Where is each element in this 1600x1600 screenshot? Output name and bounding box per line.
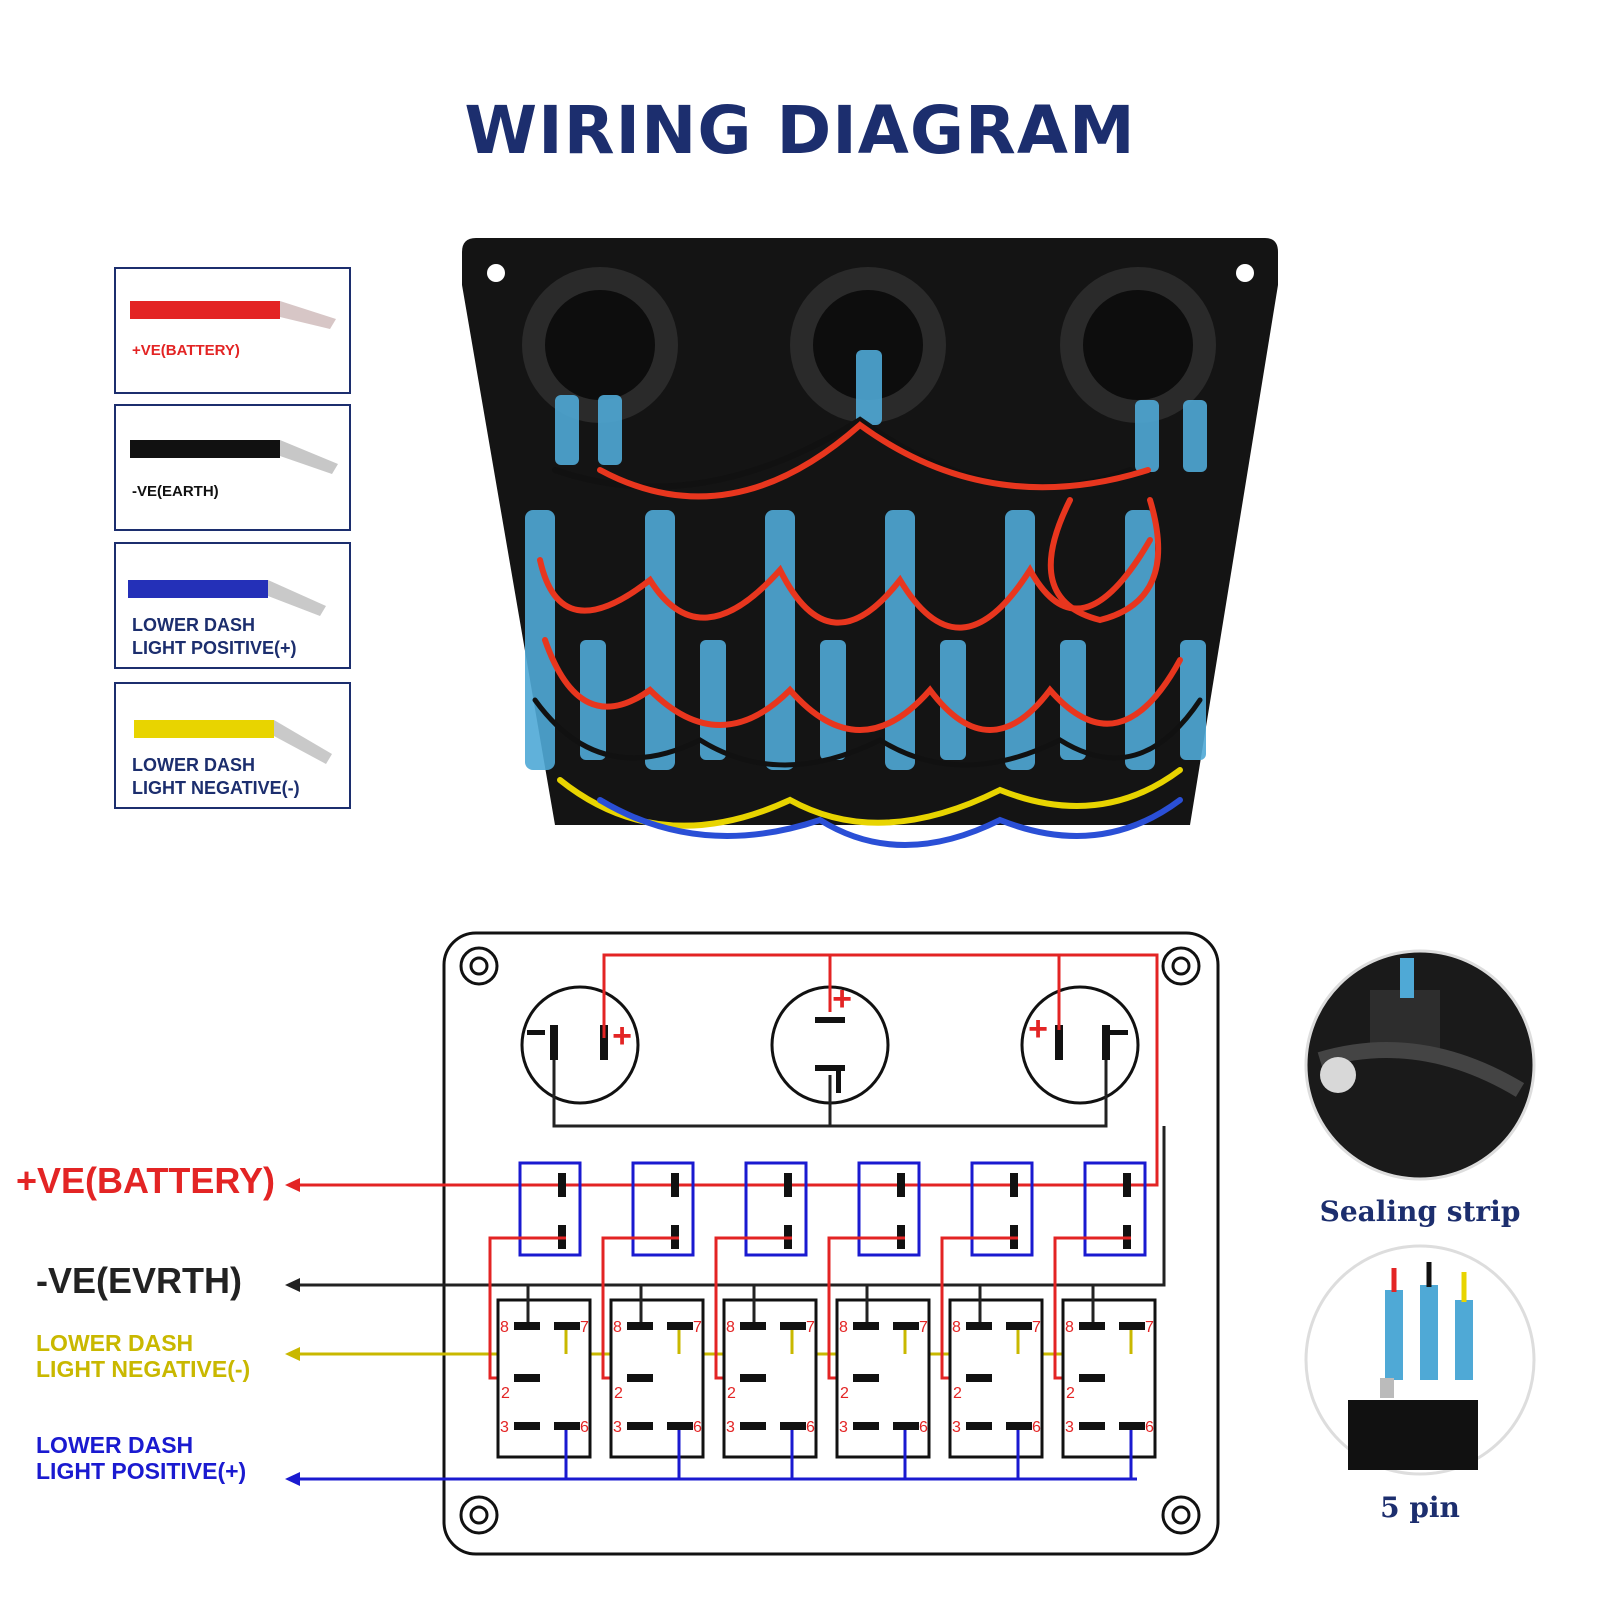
pin-number-7: 7 [919, 1319, 928, 1336]
five-pin-photo [1304, 1244, 1536, 1476]
pin-number-7: 7 [693, 1319, 702, 1336]
pin-number-7: 7 [1145, 1319, 1154, 1336]
mount-hole [1161, 946, 1201, 986]
legend-earth-label: -VE(EARTH) [132, 483, 219, 500]
socket-right [1060, 267, 1216, 423]
rocker-switch-pins: 8 7 2 3 6 [948, 1285, 1044, 1479]
pin-number-3: 3 [726, 1419, 735, 1436]
pin-number-6: 6 [693, 1419, 702, 1436]
legend-light-positive-label: LOWER DASH LIGHT POSITIVE(+) [132, 615, 297, 658]
black-wire-icon [130, 440, 338, 474]
label-earth: -VE(EVRTH) [36, 1260, 242, 1301]
legend-battery: +VE(BATTERY) [114, 267, 351, 394]
pin-number-6: 6 [1032, 1419, 1041, 1436]
pin-number-3: 3 [952, 1419, 961, 1436]
pin-number-8: 8 [1065, 1319, 1074, 1336]
socket-plus-left: + [612, 1017, 632, 1055]
mount-hole [459, 946, 499, 986]
yellow-wire-icon [134, 720, 332, 764]
rocker-switch-pins: 8 7 2 3 6 [609, 1285, 705, 1479]
legend-battery-label: +VE(BATTERY) [132, 342, 240, 359]
pin-number-6: 6 [919, 1419, 928, 1436]
socket-symbol-left [520, 985, 640, 1105]
pin-number-8: 8 [726, 1319, 735, 1336]
socket-left [522, 267, 678, 423]
pin-number-2: 2 [727, 1385, 736, 1402]
pin-number-7: 7 [1032, 1319, 1041, 1336]
rocker-switch-pins: 8 7 2 3 6 [1061, 1285, 1157, 1479]
pin-number-8: 8 [500, 1319, 509, 1336]
socket-plus-middle: + [832, 980, 852, 1018]
pin-number-2: 2 [1066, 1385, 1075, 1402]
legend-light-positive: LOWER DASH LIGHT POSITIVE(+) [114, 542, 351, 669]
legend-earth: -VE(EARTH) [114, 404, 351, 531]
pin-number-3: 3 [613, 1419, 622, 1436]
pin-number-8: 8 [613, 1319, 622, 1336]
pin-number-3: 3 [839, 1419, 848, 1436]
label-battery: +VE(BATTERY) [16, 1160, 276, 1201]
pin-number-8: 8 [952, 1319, 961, 1336]
pin-number-2: 2 [840, 1385, 849, 1402]
page-title: WIRING DIAGRAM [464, 92, 1136, 169]
mount-hole [1161, 1495, 1201, 1535]
sealing-strip-photo [1304, 949, 1536, 1181]
pin-number-2: 2 [501, 1385, 510, 1402]
pin-number-2: 2 [614, 1385, 623, 1402]
rocker-switch-pins: 8 7 2 3 6 [496, 1285, 592, 1479]
pin-number-8: 8 [839, 1319, 848, 1336]
caption-sealing-strip: Sealing strip [1319, 1195, 1521, 1228]
legend-light-negative: LOWER DASH LIGHT NEGATIVE(-) [114, 682, 351, 809]
pin-number-6: 6 [806, 1419, 815, 1436]
rocker-switch-pins: 8 7 2 3 6 [835, 1285, 931, 1479]
pin-number-6: 6 [580, 1419, 589, 1436]
mount-hole [1236, 264, 1254, 282]
mount-hole [459, 1495, 499, 1535]
label-light-negative: LOWER DASH LIGHT NEGATIVE(-) [36, 1330, 251, 1382]
socket-plus-right: + [1028, 1010, 1048, 1048]
legend-light-negative-label: LOWER DASH LIGHT NEGATIVE(-) [132, 755, 300, 798]
pin-number-3: 3 [1065, 1419, 1074, 1436]
pin-number-3: 3 [500, 1419, 509, 1436]
mount-hole [487, 264, 505, 282]
blue-wire-icon [128, 580, 326, 616]
pin-number-7: 7 [580, 1319, 589, 1336]
label-light-positive: LOWER DASH LIGHT POSITIVE(+) [36, 1432, 247, 1484]
pin-number-2: 2 [953, 1385, 962, 1402]
pin-number-7: 7 [806, 1319, 815, 1336]
pin-number-6: 6 [1145, 1419, 1154, 1436]
socket-symbol-right [1020, 985, 1140, 1105]
red-wire-icon [130, 301, 336, 329]
caption-five-pin: 5 pin [1380, 1491, 1460, 1524]
socket-middle [790, 267, 946, 423]
rocker-switch-pins: 8 7 2 3 6 [722, 1285, 818, 1479]
